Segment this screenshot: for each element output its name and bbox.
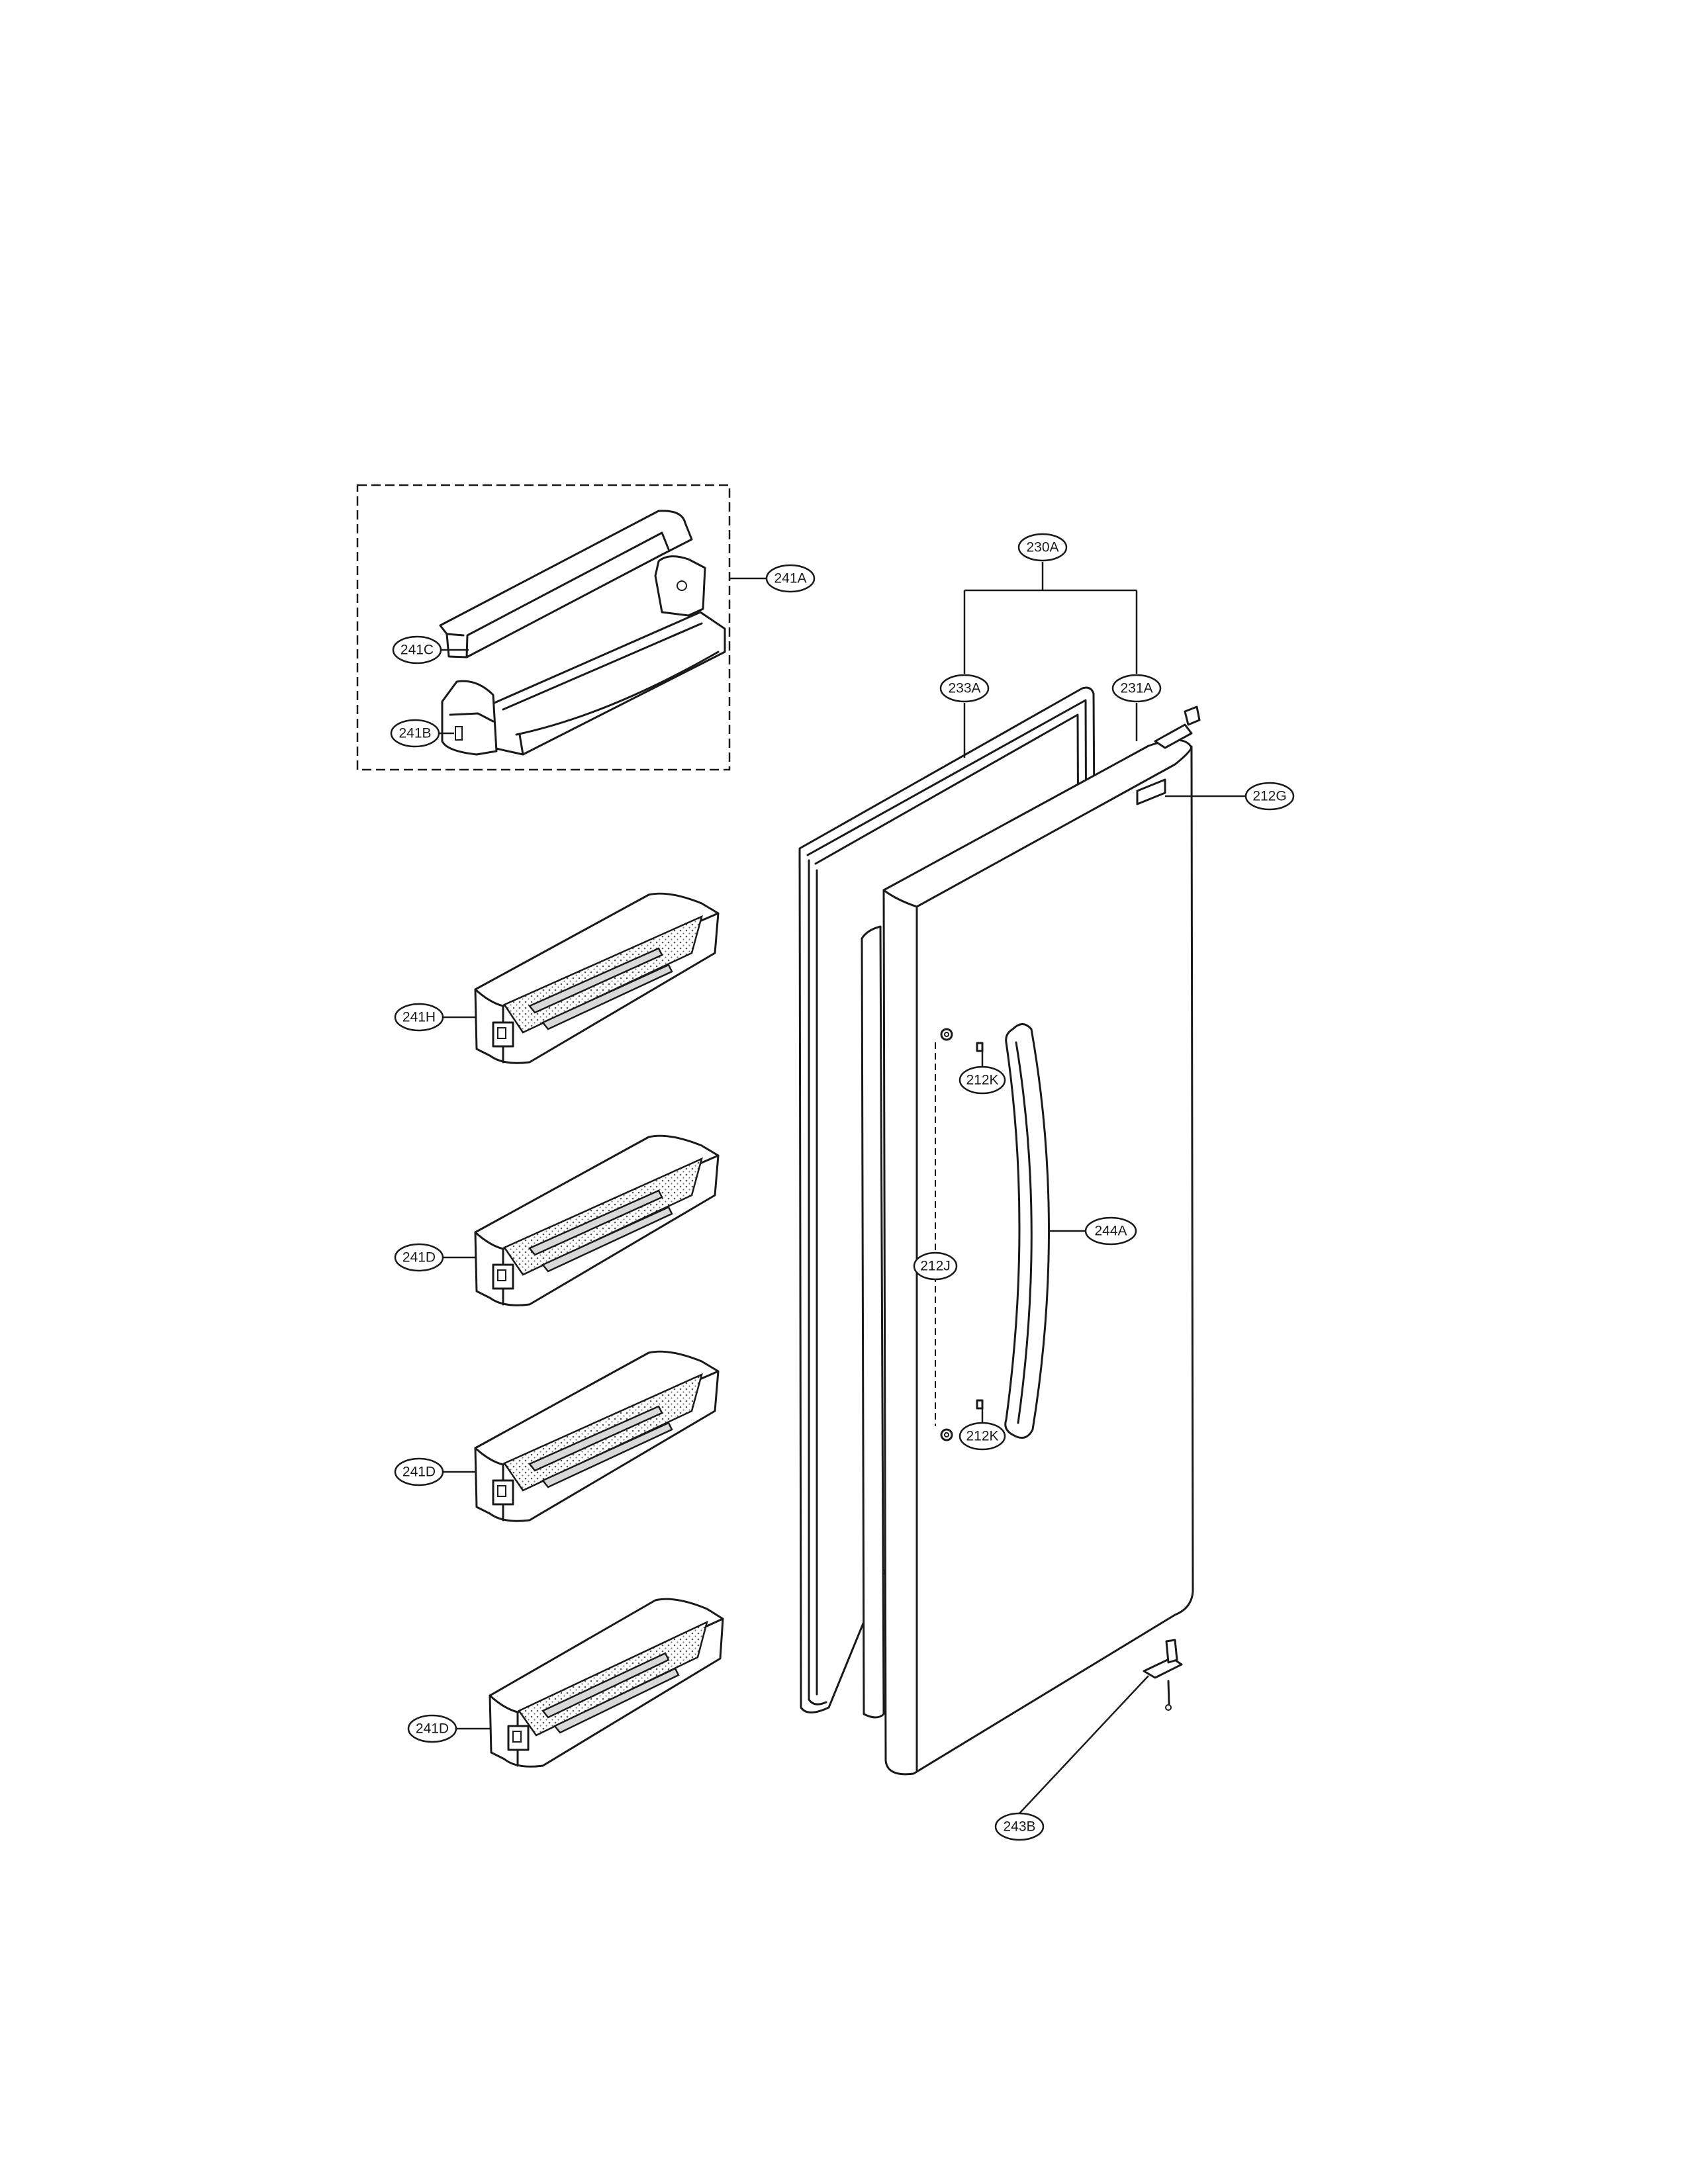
callout-230A: 230A <box>1017 533 1068 562</box>
door-bin-241D-2 <box>474 1350 720 1522</box>
callout-212K-top-label: 212K <box>966 1073 998 1088</box>
callout-244A: 244A <box>1084 1216 1137 1246</box>
door-bin-241D-3 <box>489 1598 724 1768</box>
callout-241B: 241B <box>390 719 440 748</box>
leader-lines <box>439 562 1246 1814</box>
callout-212G: 212G <box>1244 782 1295 811</box>
callout-244A-label: 244A <box>1094 1224 1127 1239</box>
handle-fasteners <box>935 1028 984 1441</box>
callout-230A-label: 230A <box>1026 540 1058 555</box>
callout-233A: 233A <box>939 674 990 703</box>
callout-243B-label: 243B <box>1003 1819 1035 1835</box>
callout-212J: 212J <box>913 1251 958 1281</box>
callout-241A: 241A <box>765 564 816 593</box>
callout-241D-3-label: 241D <box>416 1721 449 1737</box>
door-handle <box>1004 1023 1050 1439</box>
callout-241A-label: 241A <box>774 571 806 586</box>
callout-241H: 241H <box>394 1003 444 1032</box>
callout-241D-2-label: 241D <box>402 1465 436 1480</box>
callout-241C: 241C <box>392 635 442 664</box>
callout-212G-label: 212G <box>1252 789 1286 804</box>
callout-243B: 243B <box>994 1812 1045 1841</box>
callout-233A-label: 233A <box>948 681 980 696</box>
callout-241D-3: 241D <box>407 1714 457 1743</box>
dairy-bin-inset <box>356 484 731 771</box>
callout-241C-label: 241C <box>400 643 434 658</box>
door-bin-241D-1 <box>474 1134 720 1306</box>
callout-212K-bottom: 212K <box>959 1422 1006 1451</box>
callout-231A-label: 231A <box>1120 681 1152 696</box>
callout-231A: 231A <box>1111 674 1162 703</box>
callout-241D-2: 241D <box>394 1457 444 1486</box>
callout-212J-label: 212J <box>920 1259 951 1274</box>
callout-241B-label: 241B <box>399 726 431 741</box>
callout-212K-bottom-label: 212K <box>966 1429 998 1444</box>
callout-241D-1-label: 241D <box>402 1250 436 1265</box>
callout-241H-label: 241H <box>402 1010 436 1025</box>
callout-241D-1: 241D <box>394 1243 444 1272</box>
door-bin-241H <box>474 892 720 1064</box>
callout-212K-top: 212K <box>959 1066 1006 1095</box>
